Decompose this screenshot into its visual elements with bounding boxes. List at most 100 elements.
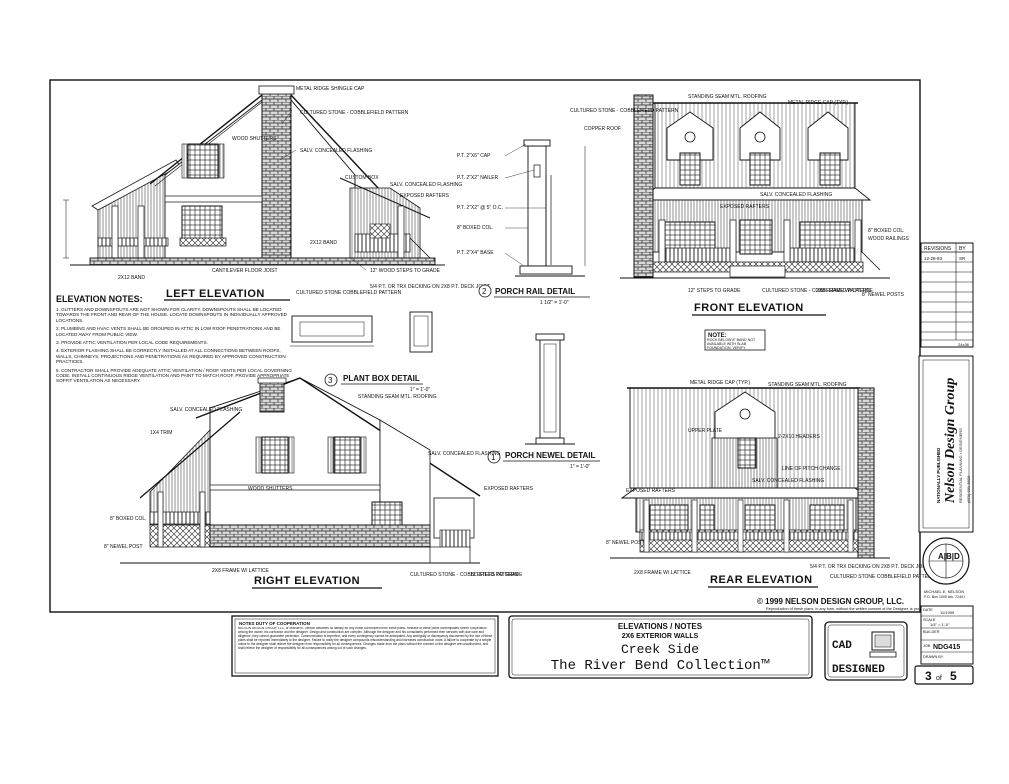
porch-rail-title: 2 PORCH RAIL DETAIL 1 1/2" = 1'-0" — [478, 284, 590, 306]
svg-text:3: 3 — [328, 376, 333, 385]
notes-box: NOTES DUTY OF COOPERATION — [231, 615, 499, 677]
computer-icon — [869, 631, 897, 658]
callout: 12" STEPS TO GRADE — [470, 572, 523, 578]
info-block: DATE 11/1999 SCALE 1/4" = 1'-0" BUILDER … — [920, 605, 974, 665]
svg-text:DRAWN BY: DRAWN BY — [923, 655, 944, 659]
svg-text:PORCH NEWEL DETAIL: PORCH NEWEL DETAIL — [505, 451, 595, 460]
copyright-subtext: Reproduction of these plans, in any form… — [766, 607, 931, 611]
revisions-table: REVISIONS BY 12-28-93 SR 24x36 — [920, 242, 974, 348]
callout: 2X12 BAND — [118, 275, 145, 281]
callout: WOOD RAILINGS — [868, 236, 910, 242]
svg-text:24x36: 24x36 — [958, 342, 970, 347]
svg-text:NOTE:: NOTE: — [708, 333, 727, 339]
drawing-frame — [49, 79, 921, 613]
callout: LINE OF PITCH CHANGE — [782, 466, 841, 472]
svg-text:NATIONALLY PUBLISHED: NATIONALLY PUBLISHED — [936, 447, 941, 503]
rail-label: P.T. 2"X6" CAP — [457, 153, 491, 159]
front-elevation-title: FRONT ELEVATION — [694, 302, 804, 314]
callout: WOOD SHUTTERS — [248, 486, 293, 492]
svg-text:(870) 931-5929: (870) 931-5929 — [966, 475, 971, 503]
svg-text:DATE: DATE — [923, 608, 933, 612]
notes-box-text: NELSON DESIGN GROUP, LLC, or Michael E. … — [238, 627, 492, 650]
callout: SALV. CONCEALED FLASHING — [300, 148, 372, 154]
rail-label: 8" BOXED COL. — [457, 225, 494, 231]
svg-text:1" = 1'-0": 1" = 1'-0" — [570, 464, 590, 470]
callout: METAL RIDGE CAP (TYP.) — [788, 100, 848, 106]
seal-letters: A|B|D — [938, 552, 960, 561]
elevation-notes-title: ELEVATION NOTES: — [56, 294, 143, 304]
rail-label: P.T. 2"X2" @ 5" O.C. — [457, 205, 503, 211]
callout: 8" NEWEL POST — [606, 540, 645, 546]
title-block: ELEVATIONS / NOTES 2X6 EXTERIOR WALLS Cr… — [508, 615, 813, 679]
callout: METAL RIDGE SHINGLE CAP — [296, 86, 365, 92]
callout: CULTURED STONE COBBLEFIELD PATTERN — [296, 290, 402, 296]
callout: CANTILEVER FLOOR JOIST — [212, 268, 278, 274]
notes-box-title: NOTES DUTY OF COOPERATION — [239, 621, 310, 626]
callout: METAL RIDGE CAP (TYP.) — [690, 380, 750, 386]
svg-text:12-28-93: 12-28-93 — [924, 256, 943, 261]
callout: 8" BOXED COL. — [868, 228, 905, 234]
right-callouts: SALV. CONCEALED FLASHING STANDING SEAM M… — [104, 394, 534, 578]
svg-text:1" = 1'-0": 1" = 1'-0" — [410, 387, 430, 393]
sheet-number: 3 of 5 — [914, 665, 974, 685]
designer-seal: A|B|D MICHAEL E. NELSON P.O. Box 1000 Ar… — [922, 537, 970, 599]
callout: 5/4 P.T. OR TRX DECKING ON 2X8 P.T. DECK… — [370, 284, 490, 290]
callout: STANDING SEAM MTL. ROOFING — [358, 394, 437, 400]
svg-text:5: 5 — [950, 669, 957, 683]
rail-label: P.T. 2"X4" BASE — [457, 250, 494, 256]
callout: CULTURED STONE - COBBLEFIELD PATTERN — [762, 288, 871, 294]
callout: 12" STEPS TO GRADE — [688, 288, 741, 294]
elevation-note-2: 2. PLUMBING AND HVAC VENTS SHALL BE GROU… — [56, 326, 281, 337]
callout: CUSTOM BOX — [345, 175, 379, 181]
left-elevation-title: LEFT ELEVATION — [166, 288, 265, 300]
callout: CULTURED STONE - COBBLEFIELD PATTERN — [570, 108, 679, 114]
svg-text:PORCH RAIL DETAIL: PORCH RAIL DETAIL — [495, 287, 575, 296]
callout: SALV. CONCEALED FLASHING — [428, 451, 500, 457]
cad-line2: DESIGNED — [832, 664, 885, 676]
callout: 2X12 BAND — [310, 240, 337, 246]
callout: COPPER ROOF — [584, 126, 621, 132]
callout: 2X8 FRAME W/ LATTICE — [816, 288, 874, 294]
left-elevation-drawing — [63, 85, 445, 266]
callout: EXPOSED RAFTERS — [484, 486, 534, 492]
right-elevation-title: RIGHT ELEVATION — [254, 575, 360, 587]
seal-signer-loc: P.O. Box 1000 Ark. 72401 — [924, 595, 965, 599]
callout: WOOD SHUTTERS — [232, 136, 277, 142]
callout: STANDING SEAM MTL. ROOFING — [768, 382, 847, 388]
rear-elevation-drawing — [610, 387, 890, 559]
rear-callouts: METAL RIDGE CAP (TYP.) STANDING SEAM MTL… — [606, 380, 936, 580]
company-logo-panel: Nelson Design Group RESIDENTIAL PLANNING… — [918, 355, 974, 533]
rear-elevation-title: REAR ELEVATION — [710, 574, 813, 586]
porch-newel-detail — [525, 333, 575, 445]
svg-text:2: 2 — [482, 287, 487, 296]
porch-newel-title: 1 PORCH NEWEL DETAIL 1" = 1'-0" — [487, 450, 600, 470]
title-line4: The River Bend Collection™ — [551, 658, 770, 674]
callout: 1X4 TRIM — [150, 430, 172, 436]
copyright-text: © 1999 NELSON DESIGN GROUP, LLC. — [757, 597, 904, 606]
callout: UPPER PLATE — [688, 428, 723, 434]
callout: STANDING SEAM MTL. ROOFING — [688, 94, 767, 100]
callout: 2-2X10 HEADERS — [778, 434, 820, 440]
callout: SALV. CONCEALED FLASHING — [170, 407, 242, 413]
svg-text:SR: SR — [959, 256, 966, 261]
svg-text:1 1/2" = 1'-0": 1 1/2" = 1'-0" — [540, 300, 569, 306]
elevation-notes: ELEVATION NOTES: — [56, 294, 143, 304]
callout: 2X8 FRAME W/ LATTICE — [634, 570, 692, 576]
elevation-note-3: 3. PROVIDE ATTIC VENTILATION PER LOCAL C… — [56, 340, 208, 346]
callout: EXPOSED RAFTERS — [720, 204, 770, 210]
cad-designed-stamp: CAD DESIGNED — [824, 621, 908, 681]
callout: 12" WOOD STEPS TO GRADE — [370, 268, 441, 274]
svg-text:3: 3 — [925, 669, 932, 683]
seal-signer: MICHAEL E. NELSON — [924, 589, 964, 594]
callout: EXPOSED RAFTERS — [626, 488, 676, 494]
front-note: NOTE: — [704, 329, 766, 351]
right-elevation-drawing — [120, 377, 481, 564]
callout: 8" BOXED COL. — [110, 516, 147, 522]
callout: 8" NEWEL POST — [104, 544, 143, 550]
front-callouts: CULTURED STONE - COBBLEFIELD PATTERN STA… — [570, 94, 910, 298]
callout: EXPOSED RAFTERS — [400, 193, 450, 199]
title-line3: Creek Side — [621, 642, 699, 657]
elevation-note-5: 5. CONTRACTOR SHALL PROVIDE ADEQUATE ATT… — [56, 367, 292, 384]
